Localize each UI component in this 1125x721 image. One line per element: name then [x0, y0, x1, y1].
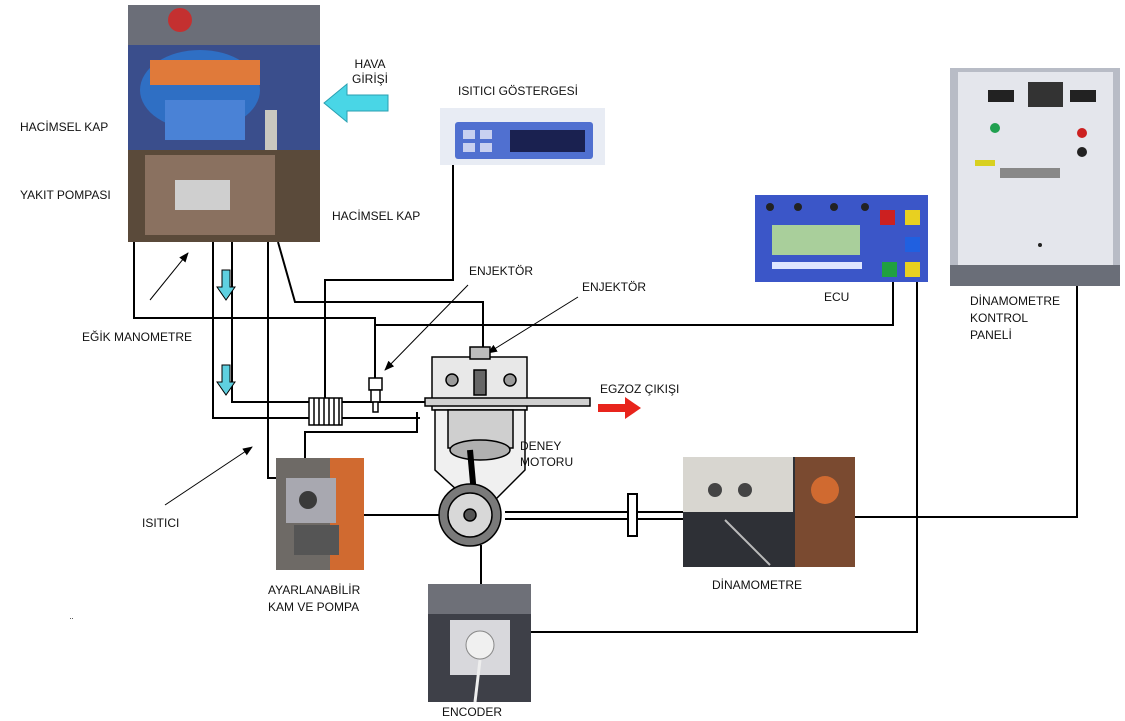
heater-element [309, 398, 342, 425]
isitici-gostergesi-label: ISITICI GÖSTERGESİ [458, 84, 578, 99]
dinamometre-panel-label-line3: PANELİ [970, 328, 1012, 343]
dynamometer-photo [683, 457, 855, 567]
hacimsel-kap-left-label: HACİMSEL KAP [20, 120, 108, 135]
volumetric-tank-photo [128, 5, 320, 242]
dinamometre-label: DİNAMOMETRE [712, 578, 802, 593]
egzoz-cikisi-label: EGZOZ ÇIKIŞI [600, 382, 679, 397]
tank-line-1 [134, 242, 375, 385]
ecu-label: ECU [824, 290, 849, 305]
egik-manometre-pointer [150, 253, 188, 300]
kam-pompa-label-line2: KAM VE POMPA [268, 600, 359, 615]
test-engine [425, 347, 590, 546]
enjektor-label-2: ENJEKTÖR [582, 280, 646, 295]
control-panel-photo [950, 68, 1120, 286]
encoder-photo [428, 584, 531, 702]
stray-mark: ¨ [70, 615, 73, 630]
exhaust-arrow [598, 397, 641, 419]
air-inlet-arrow [324, 84, 388, 122]
deney-motoru-label-line2: MOTORU [520, 455, 573, 470]
tank-line-4 [268, 242, 300, 478]
tank-line-2 [213, 242, 420, 418]
intake-injector [369, 378, 382, 412]
egik-manometre-label: EĞİK MANOMETRE [82, 330, 192, 345]
hava-girisi-label-line2: GİRİŞİ [340, 72, 400, 87]
ecu-photo [755, 195, 928, 282]
kam-pompa-label-line1: AYARLANABİLİR [268, 583, 360, 598]
isitici-pointer [165, 447, 252, 505]
enjektor-label-1: ENJEKTÖR [469, 264, 533, 279]
cam-pump-photo [276, 458, 364, 570]
heater-display-photo [440, 108, 605, 165]
dinamometre-panel-label-line1: DİNAMOMETRE [970, 294, 1060, 309]
isitici-label: ISITICI [142, 516, 179, 531]
dinamometre-panel-label-line2: KONTROL [970, 311, 1028, 326]
deney-motoru-label-line1: DENEY [520, 439, 561, 454]
encoder-label: ENCODER [442, 705, 502, 720]
panel-to-dynamometer [852, 285, 1077, 517]
hava-girisi-label-line1: HAVA [340, 57, 400, 72]
shaft-coupling [628, 494, 637, 536]
hacimsel-kap-right-label: HACİMSEL KAP [332, 209, 420, 224]
yakit-pompasi-label: YAKIT POMPASI [20, 188, 111, 203]
